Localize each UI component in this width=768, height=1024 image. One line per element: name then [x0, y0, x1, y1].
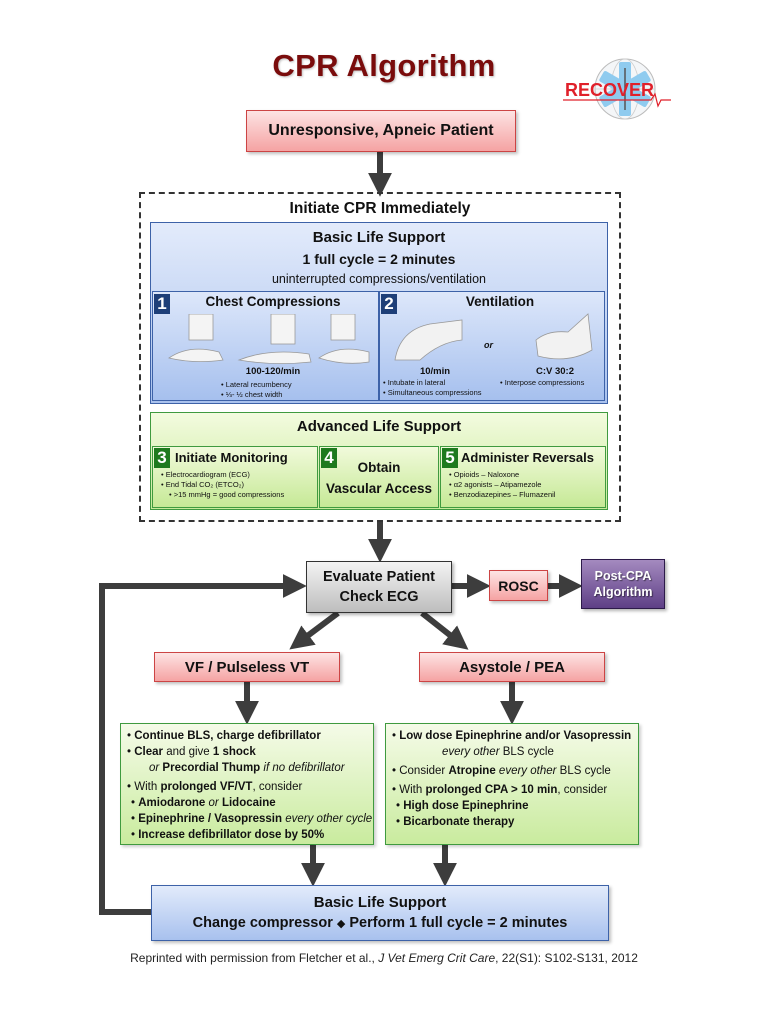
ventilation-panel: 2 Ventilation or 10/min • Intubate in la…	[379, 291, 605, 401]
or-label: or	[484, 340, 493, 350]
evaluate-patient-box: Evaluate Patient Check ECG	[306, 561, 452, 613]
bullet-intubate-lateral: Intubate in lateral	[387, 378, 446, 387]
asystole-treatment-box: • Low dose Epinephrine and/or Vasopressi…	[385, 723, 639, 845]
vf-step-continue-bls: • Continue BLS, charge defibrillator	[127, 730, 321, 742]
bls-title: Basic Life Support	[312, 229, 446, 246]
monitoring-title: Initiate Monitoring	[175, 450, 288, 465]
asys-step-every-other: every other BLS cycle	[442, 746, 554, 758]
bullet-naloxone: Opioids – Naloxone	[453, 470, 520, 479]
arrow-evaluate-to-asys	[420, 610, 469, 650]
svg-text:RECOVER: RECOVER	[565, 80, 654, 100]
bullet-flumazenil: Benzodiazepines – Flumazenil	[453, 490, 556, 499]
asys-step-low-dose: • Low dose Epinephrine and/or Vasopressi…	[392, 730, 632, 742]
ventilation-title: Ventilation	[465, 294, 535, 309]
bullet-atipamezole: α2 agonists – Atipamezole	[453, 480, 542, 489]
post-cpa-algorithm-box[interactable]: Post-CPA Algorithm	[581, 559, 665, 609]
asys-step-bicarbonate: • Bicarbonate therapy	[396, 816, 515, 828]
evaluate-line1: Evaluate Patient	[322, 569, 435, 585]
rosc-box: ROSC	[489, 570, 548, 601]
perform-cycle-text: Perform 1 full cycle = 2 minutes	[349, 914, 568, 931]
citation: Reprinted with permission from Fletcher …	[130, 951, 638, 965]
mouth-to-snout-illustration	[535, 313, 593, 360]
vascular-access-panel: 4 Obtain Vascular Access	[319, 446, 439, 508]
vf-step-thump: or Precordial Thump if no defibrillator	[149, 762, 345, 774]
step-badge-5: 5	[442, 448, 458, 468]
vascular-line1: Obtain	[357, 460, 401, 475]
initiate-cpr-heading: Initiate CPR Immediately	[289, 200, 471, 217]
bls-subtitle: uninterrupted compressions/ventilation	[271, 272, 486, 286]
chest-bullets: • Lateral recumbency • ⅓- ½ chest width	[221, 380, 292, 399]
diamond-icon: ◆	[336, 917, 346, 930]
step-badge-4: 4	[321, 448, 337, 468]
step-badge-2: 2	[381, 294, 397, 314]
vf-step-amiodarone: • Amiodarone or Lidocaine	[131, 797, 276, 809]
chest-compressions-title: Chest Compressions	[205, 294, 341, 309]
asys-step-high-dose: • High dose Epinephrine	[396, 800, 529, 812]
reversals-bullets: • Opioids – Naloxone • α2 agonists – Ati…	[449, 470, 556, 499]
chest-compressions-panel: 1 Chest Compressions 100-120/min • Later…	[152, 291, 379, 401]
reversals-title: Administer Reversals	[461, 450, 594, 465]
chest-compression-illustrations	[168, 314, 370, 364]
recover-logo: RECOVER	[563, 56, 673, 122]
ventilation-right-bullets: • Interpose compressions	[500, 378, 585, 387]
bullet-lateral-recumbency: Lateral recumbency	[225, 380, 292, 389]
vascular-line2: Vascular Access	[325, 481, 433, 496]
administer-reversals-panel: 5 Administer Reversals • Opioids – Nalox…	[440, 446, 606, 508]
bls-cycle-subtitle: Change compressor ◆ Perform 1 full cycle…	[193, 913, 568, 935]
journal-name: J Vet Emerg Crit Care	[378, 951, 496, 965]
vf-treatment-box: • Continue BLS, charge defibrillator • C…	[120, 723, 374, 845]
compression-rate: 100-120/min	[245, 366, 301, 377]
vf-step-epinephrine: • Epinephrine / Vasopressin every other …	[131, 813, 373, 825]
initiate-monitoring-panel: 3 Initiate Monitoring • Electrocardiogra…	[152, 446, 318, 508]
ventilation-rate: 10/min	[419, 366, 451, 377]
bullet-chest-width: ⅓- ½ chest width	[225, 390, 283, 399]
change-compressor-text: Change compressor	[192, 914, 333, 931]
asystole-pea-box: Asystole / PEA	[419, 652, 605, 682]
bullet-good-compressions: >15 mmHg = good compressions	[173, 490, 285, 499]
post-cpa-line2: Algorithm	[593, 585, 653, 599]
bullet-simultaneous-compressions: Simultaneous compressions	[387, 388, 482, 397]
bullet-ecg: Electrocardiogram (ECG)	[165, 470, 250, 479]
initiate-cpr-region	[139, 192, 621, 522]
vf-step-prolonged: • With prolonged VF/VT, consider	[127, 781, 303, 793]
vf-pulseless-vt-box: VF / Pulseless VT	[154, 652, 340, 682]
unresponsive-patient-box: Unresponsive, Apneic Patient	[246, 110, 516, 152]
bullet-etco2: End Tidal CO₂ (ETCO₂)	[165, 480, 245, 489]
star-of-life-globe-icon: RECOVER	[563, 58, 671, 120]
vf-step-shock: • Clear and give 1 shock	[127, 746, 256, 758]
bullet-interpose-compressions: Interpose compressions	[504, 378, 585, 387]
asys-step-atropine: • Consider Atropine every other BLS cycl…	[392, 765, 611, 777]
als-title: Advanced Life Support	[296, 418, 462, 435]
monitoring-bullets: • Electrocardiogram (ECG) • End Tidal CO…	[161, 470, 285, 499]
evaluate-line2: Check ECG	[339, 589, 419, 605]
step-badge-3: 3	[154, 448, 170, 468]
bls-cycle: 1 full cycle = 2 minutes	[302, 251, 456, 267]
step-badge-1: 1	[154, 294, 170, 314]
vascular-access-text: Obtain Vascular Access	[320, 457, 438, 499]
asys-step-prolonged: • With prolonged CPA > 10 min, consider	[392, 784, 608, 796]
ventilation-left-bullets: • Intubate in lateral • Simultaneous com…	[383, 378, 482, 397]
post-cpa-line1: Post-CPA	[594, 569, 652, 583]
vf-step-increase-dose: • Increase defibrillator dose by 50%	[131, 829, 325, 841]
bls-cycle-box: Basic Life Support Change compressor ◆ P…	[151, 885, 609, 941]
cv-ratio: C:V 30:2	[535, 366, 574, 377]
bls-cycle-title: Basic Life Support	[313, 893, 447, 911]
arrow-evaluate-to-vf	[289, 610, 340, 650]
intubation-illustration	[394, 319, 463, 361]
page-title: CPR Algorithm	[272, 48, 496, 83]
arrow-loop-back	[99, 574, 307, 915]
